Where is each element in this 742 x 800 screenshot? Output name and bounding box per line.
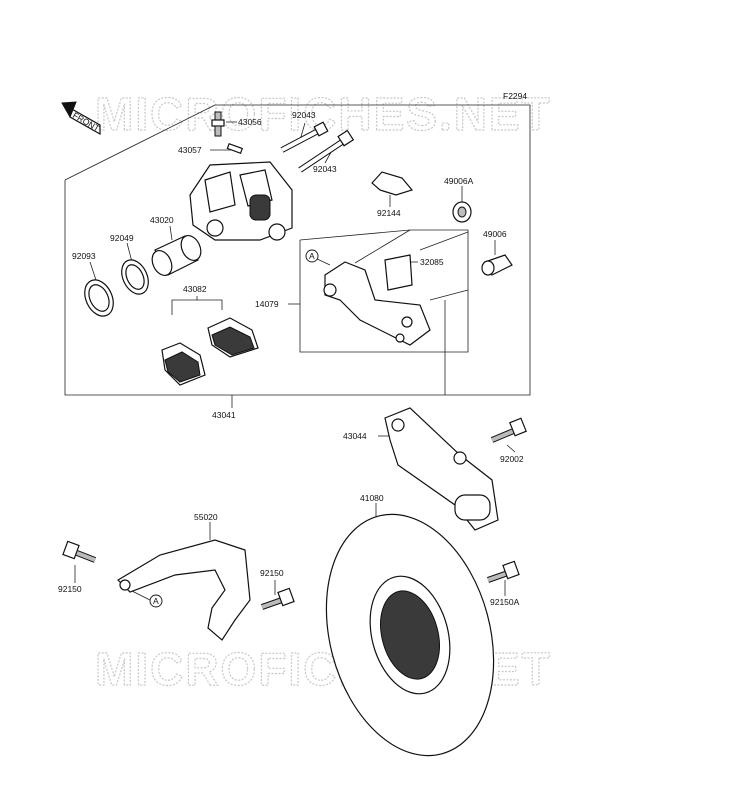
part-label-92043: 92043 [292, 110, 316, 120]
brake-pad-icon [207, 317, 259, 358]
part-label-43044: 43044 [343, 431, 367, 441]
caliper-bracket-icon [384, 407, 499, 531]
part-label-92049: 92049 [110, 233, 134, 243]
part-label-92093: 92093 [72, 251, 96, 261]
svg-text:A: A [153, 596, 159, 606]
piston-icon [151, 235, 202, 276]
reference-marker: A [149, 594, 163, 608]
boot-icon [452, 201, 472, 223]
boot-icon [481, 254, 513, 276]
part-label-92150: 92150 [260, 568, 284, 578]
svg-text:A: A [309, 251, 315, 261]
part-label-14079: 14079 [255, 299, 279, 309]
part-label-43056: 43056 [238, 117, 262, 127]
part-label-43041: 43041 [212, 410, 236, 420]
part-label-55020: 55020 [194, 512, 218, 522]
part-label-32085: 32085 [420, 257, 444, 267]
bolt-icon [62, 540, 97, 563]
part-label-49006: 49006 [483, 229, 507, 239]
part-label-92150A: 92150A [490, 597, 520, 607]
bleeder-valve-icon [211, 111, 225, 137]
part-label-43057: 43057 [178, 145, 202, 155]
cap-icon [226, 142, 244, 154]
brake-pad-icon [161, 342, 206, 386]
pad-spring-icon [371, 171, 414, 196]
pad-plate-icon [384, 254, 413, 291]
bolt-icon [487, 560, 520, 583]
part-label-41080: 41080 [360, 493, 384, 503]
figure-code: F2294 [503, 91, 527, 101]
caliper-body-icon [189, 161, 293, 241]
slide-pin-icon [298, 129, 355, 173]
part-label-43020: 43020 [150, 215, 174, 225]
part-label-43082: 43082 [183, 284, 207, 294]
part-label-92150: 92150 [58, 584, 82, 594]
part-label-92043: 92043 [313, 164, 337, 174]
part-label-49006A: 49006A [444, 176, 474, 186]
caliper-holder-box [299, 229, 469, 353]
assembly-box [64, 104, 531, 396]
bolt-icon [261, 587, 295, 610]
caliper-holder-icon [323, 261, 431, 346]
slide-pin-icon [280, 121, 329, 153]
frame-line [64, 104, 216, 181]
part-label-92002: 92002 [500, 454, 524, 464]
brake-disc-icon [325, 513, 495, 757]
part-label-92144: 92144 [377, 208, 401, 218]
disc-guard-icon [117, 539, 251, 641]
bolt-icon [490, 417, 527, 443]
reference-marker: A [305, 249, 319, 263]
